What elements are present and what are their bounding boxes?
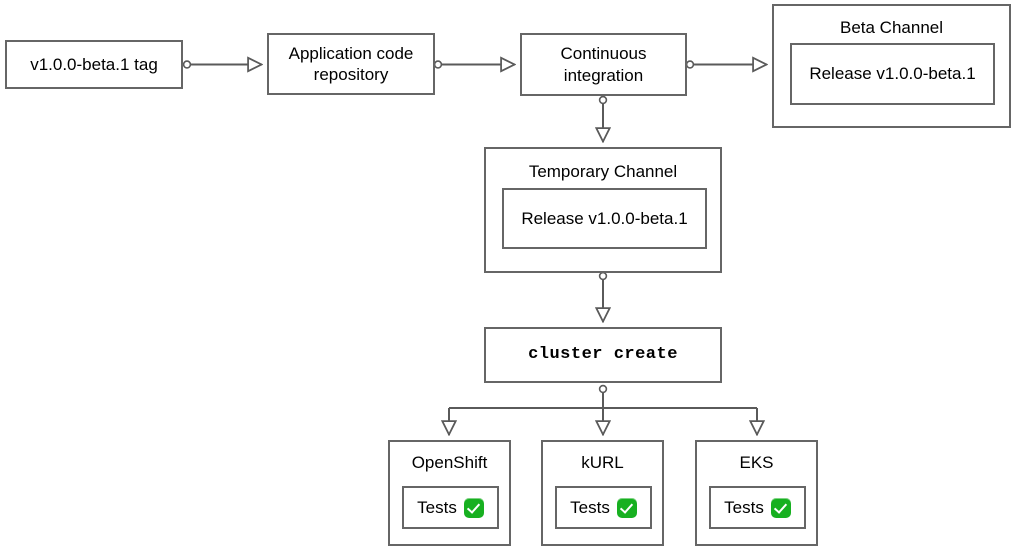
node-openshift[interactable]: OpenShift Tests: [388, 440, 511, 546]
beta-channel-release-box[interactable]: Release v1.0.0-beta.1: [790, 43, 995, 105]
temporary-channel-title: Temporary Channel: [528, 162, 678, 181]
kurl-tests-label: Tests: [570, 497, 610, 517]
node-cluster-create[interactable]: cluster create: [484, 327, 722, 383]
beta-channel-release-label: Release v1.0.0-beta.1: [809, 64, 976, 84]
temporary-channel-release-box[interactable]: Release v1.0.0-beta.1: [502, 188, 707, 249]
openshift-tests-label: Tests: [417, 497, 457, 517]
node-tag[interactable]: v1.0.0-beta.1 tag: [5, 40, 183, 89]
openshift-title: OpenShift: [411, 453, 488, 472]
node-repo-label: Application code repository: [288, 43, 414, 84]
node-application-code-repository[interactable]: Application code repository: [267, 33, 435, 95]
temporary-channel-release-label: Release v1.0.0-beta.1: [521, 208, 688, 228]
node-eks[interactable]: EKS Tests: [695, 440, 818, 546]
node-beta-channel[interactable]: Beta Channel Release v1.0.0-beta.1: [772, 4, 1011, 128]
beta-channel-title: Beta Channel: [839, 18, 944, 37]
node-temporary-channel[interactable]: Temporary Channel Release v1.0.0-beta.1: [484, 147, 722, 273]
node-ci-label: Continuous integration: [560, 44, 647, 85]
kurl-title: kURL: [581, 453, 624, 472]
check-mark-button-icon: [770, 497, 791, 518]
kurl-tests-box[interactable]: Tests: [555, 486, 652, 529]
check-mark-button-icon: [463, 497, 484, 518]
check-mark-button-icon: [616, 497, 637, 518]
eks-tests-label: Tests: [724, 497, 764, 517]
node-tag-label: v1.0.0-beta.1 tag: [30, 54, 158, 74]
openshift-tests-box[interactable]: Tests: [402, 486, 499, 529]
eks-title: EKS: [739, 453, 774, 472]
node-continuous-integration[interactable]: Continuous integration: [520, 33, 687, 96]
node-kurl[interactable]: kURL Tests: [541, 440, 664, 546]
eks-tests-box[interactable]: Tests: [709, 486, 806, 529]
cluster-create-command: cluster create: [528, 345, 678, 365]
